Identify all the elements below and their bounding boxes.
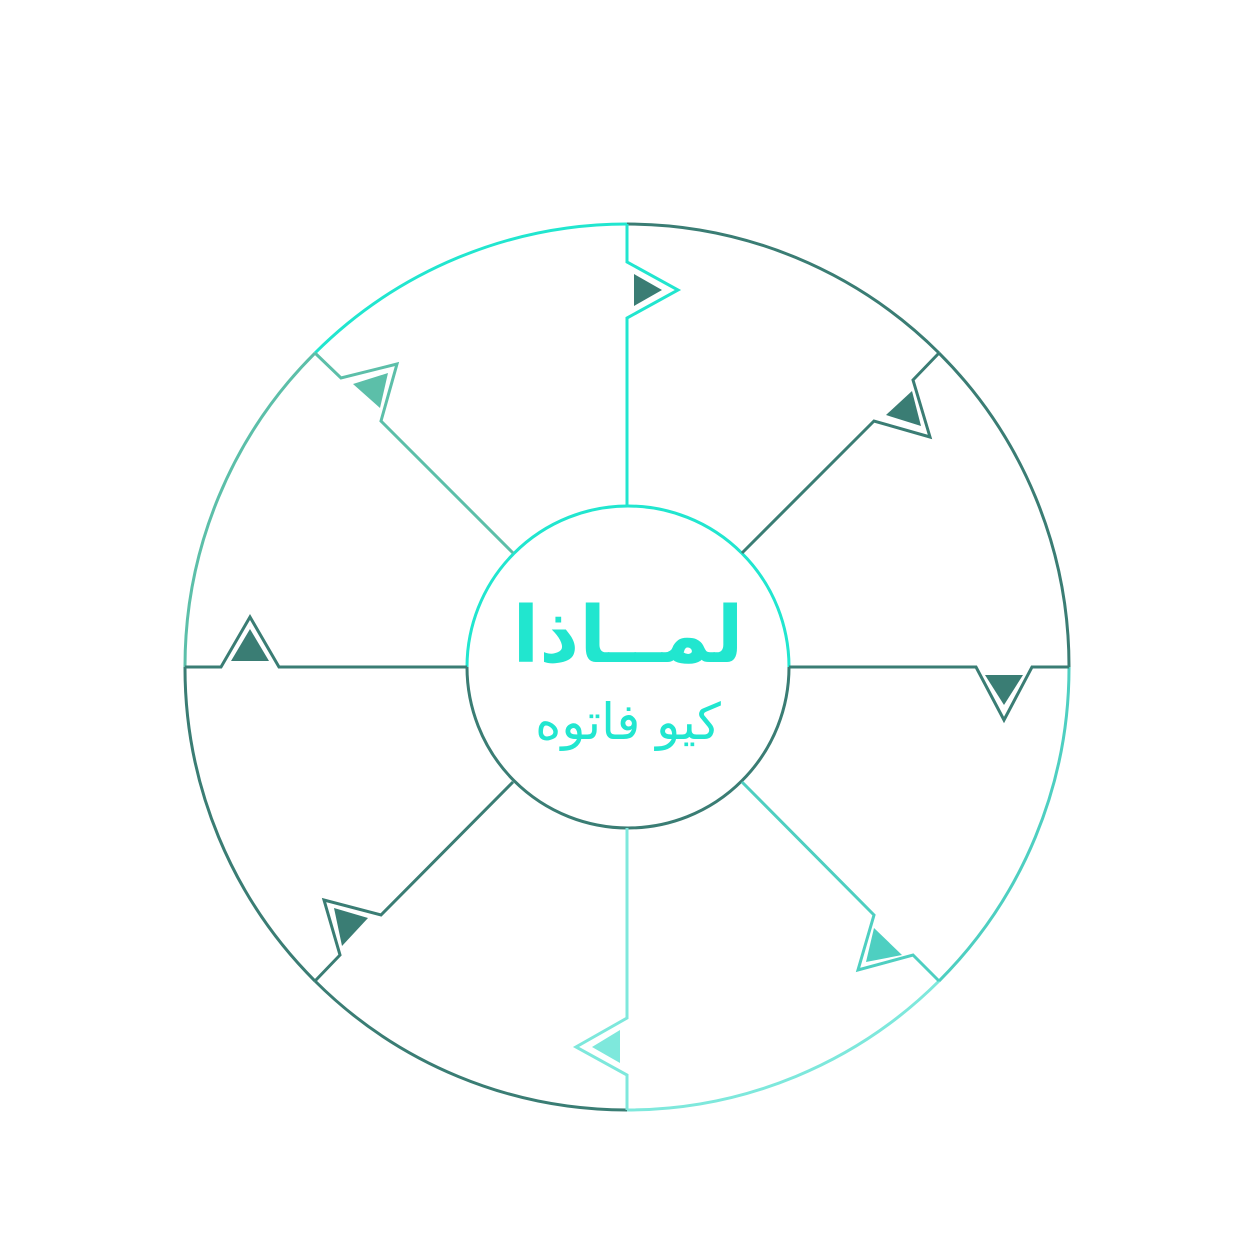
triangle-icon (866, 928, 902, 962)
outer-ring-arc-top (313, 222, 628, 355)
spoke-bottom-left (313, 780, 515, 983)
outer-ring-arc-top-right (626, 222, 941, 355)
spoke-bottom-right (740, 780, 941, 983)
triangle-icon (886, 391, 921, 426)
triangle-icon (353, 373, 388, 408)
center-subtitle: كيو فاتوه (535, 693, 721, 751)
outer-ring-arc-bottom (626, 979, 941, 1112)
outer-ring-arc-left (183, 666, 317, 983)
triangle-down-icon (985, 675, 1023, 705)
spoke-top-right (740, 351, 941, 555)
outer-ring (183, 222, 1071, 1112)
spoke-top-left (313, 351, 515, 555)
triangle-icon (334, 908, 368, 946)
center-label: لمــاذا كيو فاتوه (467, 507, 789, 829)
outer-ring-arc-bottom-right (937, 666, 1071, 983)
outer-ring-arc-top-left (183, 351, 317, 668)
triangle-left-icon (592, 1030, 620, 1063)
outer-ring-arc-right (937, 351, 1071, 668)
spoke-bottom (572, 828, 629, 1110)
spoke-top (625, 224, 682, 507)
spoke-right (789, 665, 1069, 724)
triangle-right-icon (634, 274, 662, 306)
spoke-left (185, 614, 467, 669)
center-title: لمــاذا (512, 591, 744, 681)
outer-ring-arc-bottom-left (313, 979, 628, 1112)
triangle-up-icon (231, 629, 269, 661)
